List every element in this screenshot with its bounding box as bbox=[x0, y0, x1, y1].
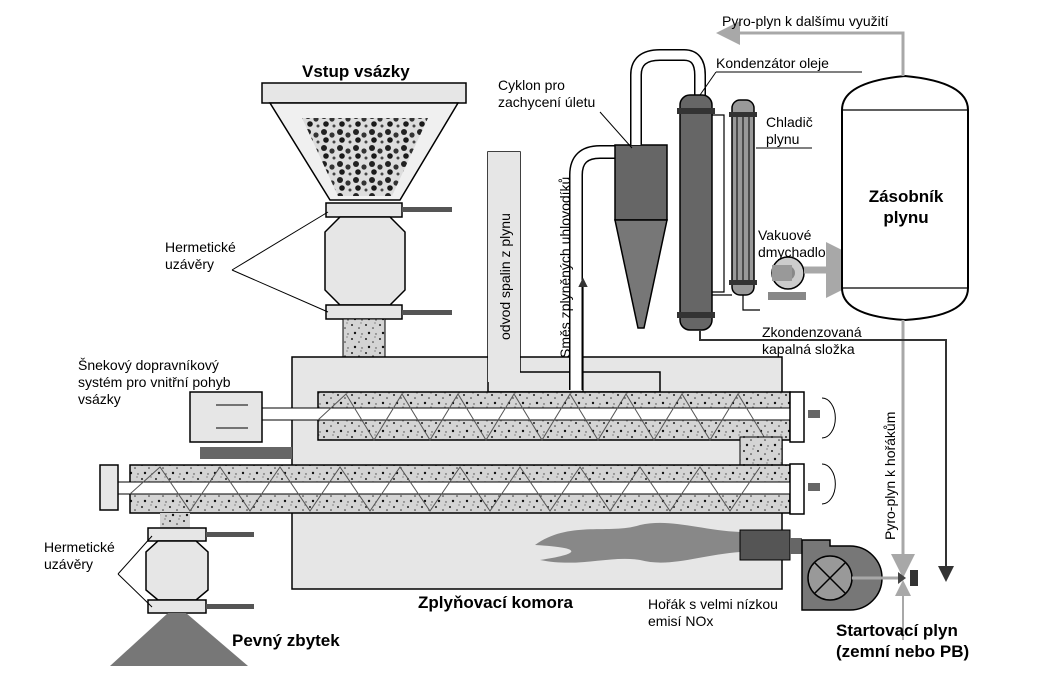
cyclone bbox=[614, 49, 706, 329]
gas-cooler bbox=[712, 99, 757, 296]
gas-lines bbox=[699, 21, 954, 640]
label-horak: Hořák s velmi nízkou emisí NOx bbox=[648, 596, 778, 629]
burner bbox=[535, 522, 883, 611]
drive-gears bbox=[789, 391, 836, 515]
label-hermeticke-top: Hermetické uzávěry bbox=[165, 239, 236, 272]
gas-pipe bbox=[569, 145, 625, 392]
label-zkondenzovana: Zkondenzovaná kapalná složka bbox=[762, 324, 862, 357]
label-pyroplyn-dalsi: Pyro-plyn k dalšímu využití bbox=[722, 13, 889, 29]
leader-lines bbox=[117, 71, 862, 608]
label-vstup-vsazky: Vstup vsázky bbox=[302, 62, 410, 81]
bottom-hermetic-lock bbox=[110, 513, 254, 666]
screw-motor bbox=[189, 391, 292, 459]
label-vakuove: Vakuové dmychadlo bbox=[758, 227, 826, 260]
label-zplynovaci-komora: Zplyňovací komora bbox=[418, 593, 573, 612]
label-odvod-spalin: odvod spalin z plynu bbox=[497, 213, 513, 340]
vacuum-blower bbox=[742, 242, 882, 311]
lower-screw-conveyor bbox=[99, 464, 793, 514]
label-hermeticke-bottom: Hermetické uzávěry bbox=[44, 539, 115, 572]
label-cyklon: Cyklon pro zachycení úletu bbox=[498, 77, 596, 110]
oil-condenser bbox=[677, 94, 725, 331]
label-smes-zplynenych: Směs zplyněných uhlovodíků bbox=[557, 176, 573, 358]
label-startovaci: Startovací plyn (zemní nebo PB) bbox=[836, 621, 970, 661]
gas-storage-tank bbox=[841, 74, 969, 322]
label-zasobnik: Zásobník plynu bbox=[868, 187, 944, 227]
feed-hopper bbox=[261, 82, 467, 201]
label-kondenzator: Kondenzátor oleje bbox=[716, 55, 829, 71]
label-snekovy: Šnekový dopravníkový systém pro vnitřní … bbox=[78, 357, 231, 407]
label-pevny-zbytek: Pevný zbytek bbox=[232, 631, 340, 650]
label-chladic: Chladič plynu bbox=[766, 114, 813, 147]
label-pyroplyn-horakum: Pyro-plyn k hořákům bbox=[882, 411, 898, 540]
